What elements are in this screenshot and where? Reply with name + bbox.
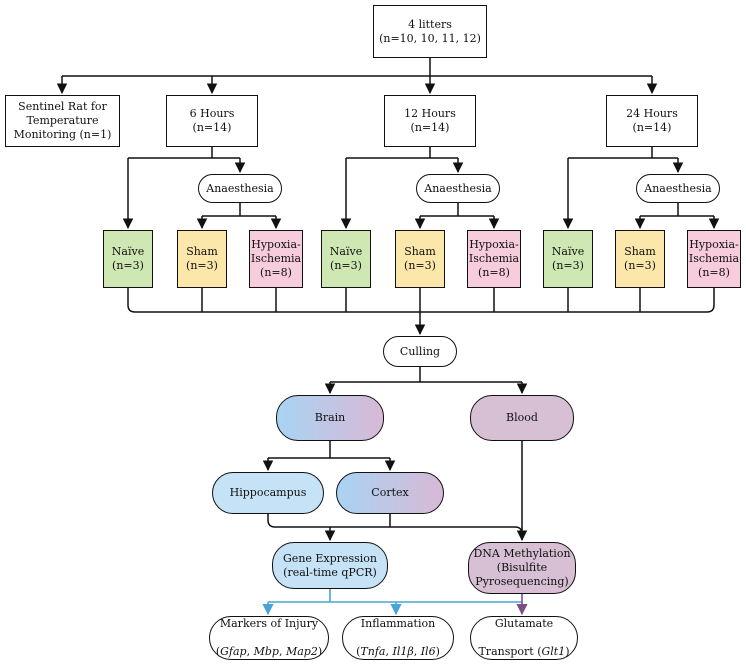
hippocampus-label: Hippocampus <box>229 486 307 500</box>
anaesthesia-12h: Anaesthesia <box>416 174 500 203</box>
anaesthesia-6h: Anaesthesia <box>198 174 282 203</box>
cortex-node: Cortex <box>336 472 444 514</box>
brain-node: Brain <box>276 395 384 441</box>
dna-methylation-label: DNA Methylation (Bisulfite Pyrosequencin… <box>473 547 571 588</box>
group-name: Hypoxia- Ischemia <box>688 238 740 266</box>
group-n: (n=8) <box>478 265 510 279</box>
group-naive-24h: Naïve(n=3) <box>543 230 593 288</box>
anaesthesia-label: Anaesthesia <box>206 181 274 195</box>
culling-node: Culling <box>383 336 457 367</box>
dna-methylation-node: DNA Methylation (Bisulfite Pyrosequencin… <box>468 542 576 594</box>
timepoint-24h: 24 Hours(n=14) <box>606 95 698 147</box>
group-n: (n=8) <box>698 265 730 279</box>
output-glutamate: Glutamate Transport (Glt1) <box>470 616 578 660</box>
output-title: Markers of Injury <box>219 617 319 631</box>
output-title: Glutamate <box>494 617 554 631</box>
cortex-label: Cortex <box>371 486 409 500</box>
timepoint-title: 12 Hours <box>404 107 456 121</box>
group-name: Hypoxia- Ischemia <box>250 238 302 266</box>
group-name: Sham <box>624 245 656 259</box>
gene: Glt1 <box>541 644 566 658</box>
group-naive-12h: Naïve(n=3) <box>321 230 371 288</box>
timepoint-n: (n=14) <box>192 121 232 134</box>
group-name: Naïve <box>551 245 585 259</box>
output-subtitle: Transport <box>478 644 534 658</box>
output-injury: Markers of Injury (Gfap, Mbp, Map2) <box>209 616 329 660</box>
group-naive-6h: Naïve(n=3) <box>103 230 153 288</box>
timepoint-title: 6 Hours <box>189 107 235 121</box>
gene: Map2 <box>285 644 318 658</box>
group-sham-12h: Sham(n=3) <box>395 230 445 288</box>
gene: Mbp <box>253 644 279 658</box>
group-n: (n=3) <box>552 259 584 272</box>
group-hi-12h: Hypoxia- Ischemia(n=8) <box>467 230 521 288</box>
group-name: Naïve <box>111 245 145 259</box>
timepoint-n: (n=14) <box>410 121 450 134</box>
group-n: (n=3) <box>624 259 656 272</box>
gene: Tnfa <box>360 644 386 658</box>
gene-expression-node: Gene Expression (real-time qPCR) <box>272 542 388 589</box>
culling-label: Culling <box>399 344 441 358</box>
litters-detail: (n=10, 10, 11, 12) <box>379 31 481 45</box>
group-hi-6h: Hypoxia- Ischemia(n=8) <box>249 230 303 288</box>
sentinel-box: Sentinel Rat for Temperature Monitoring … <box>5 95 120 147</box>
sentinel-label: Sentinel Rat for Temperature Monitoring … <box>13 100 112 141</box>
anaesthesia-label: Anaesthesia <box>644 181 712 195</box>
group-name: Sham <box>404 245 436 259</box>
timepoint-title: 24 Hours <box>626 107 678 121</box>
group-name: Sham <box>186 245 218 259</box>
group-n: (n=3) <box>112 259 144 272</box>
group-name: Naïve <box>329 245 363 259</box>
hippocampus-node: Hippocampus <box>212 472 324 514</box>
output-genes: (Gfap, Mbp, Map2) <box>215 644 323 658</box>
brain-label: Brain <box>314 411 346 425</box>
group-sham-6h: Sham(n=3) <box>177 230 227 288</box>
group-n: (n=3) <box>186 259 218 272</box>
timepoint-12h: 12 Hours(n=14) <box>384 95 476 147</box>
group-sham-24h: Sham(n=3) <box>615 230 665 288</box>
gene-expression-label: Gene Expression (real-time qPCR) <box>283 551 377 579</box>
timepoint-n: (n=14) <box>632 121 672 134</box>
gene: Gfap <box>220 644 247 658</box>
gene: Il1β <box>392 644 414 658</box>
output-genes: (Tnfa, Il1β, Il6) <box>356 644 440 658</box>
gene: Il6 <box>420 644 436 658</box>
group-hi-24h: Hypoxia- Ischemia(n=8) <box>687 230 741 288</box>
output-inflammation: Inflammation (Tnfa, Il1β, Il6) <box>342 616 454 660</box>
output-title: Inflammation <box>360 617 436 631</box>
group-name: Hypoxia- Ischemia <box>468 238 520 266</box>
blood-label: Blood <box>506 411 538 425</box>
litters-title: 4 litters <box>408 17 452 31</box>
group-n: (n=3) <box>330 259 362 272</box>
litters-box: 4 litters(n=10, 10, 11, 12) <box>373 5 487 58</box>
anaesthesia-label: Anaesthesia <box>424 181 492 195</box>
group-n: (n=3) <box>404 259 436 272</box>
anaesthesia-24h: Anaesthesia <box>636 174 720 203</box>
output-genes: Transport (Glt1) <box>478 644 570 658</box>
blood-node: Blood <box>470 395 574 441</box>
group-n: (n=8) <box>260 265 292 279</box>
timepoint-6h: 6 Hours(n=14) <box>166 95 258 147</box>
